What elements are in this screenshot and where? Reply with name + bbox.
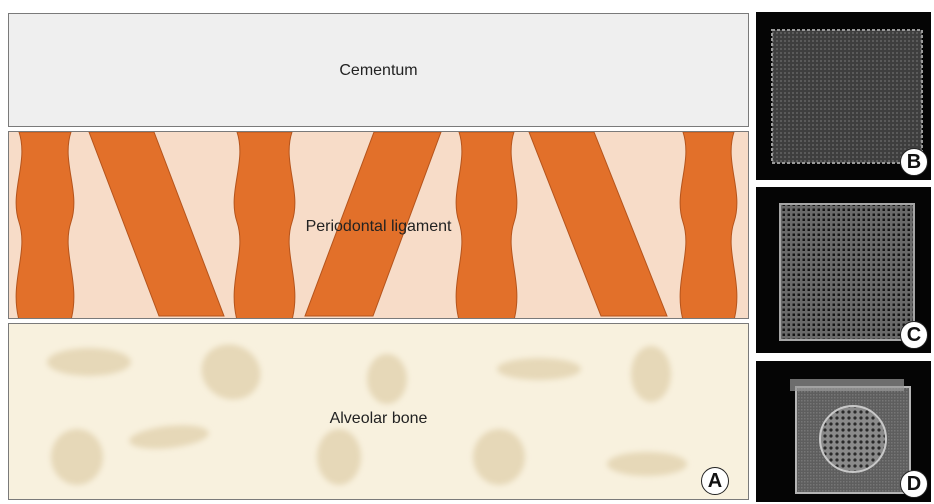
cementum-layer: Cementum [8,13,749,127]
bone-cell [192,335,269,409]
alveolar-bone-layer: Alveolar bone [8,323,749,500]
bone-cell [317,429,361,485]
bone-cell [497,358,581,380]
bone-cell [631,346,671,402]
periodontal-ligament-label: Periodontal ligament [9,218,748,236]
bone-cell [51,429,103,485]
bone-cell [607,452,687,476]
scaffold-image-c: C [756,187,931,353]
periodontal-ligament-layer: Periodontal ligament [8,131,749,319]
cementum-label: Cementum [9,62,748,80]
bone-cell [473,429,525,485]
panel-label-d: D [900,470,928,498]
bone-cell [367,354,407,404]
scaffold-image-d: D [756,361,931,502]
alveolar-bone-label: Alveolar bone [9,410,748,428]
panel-label-c: C [900,321,928,349]
scaffold-image-b: B [756,12,931,180]
panel-label-b: B [900,148,928,176]
bone-cell [47,348,131,376]
panel-label-a: A [701,467,729,495]
